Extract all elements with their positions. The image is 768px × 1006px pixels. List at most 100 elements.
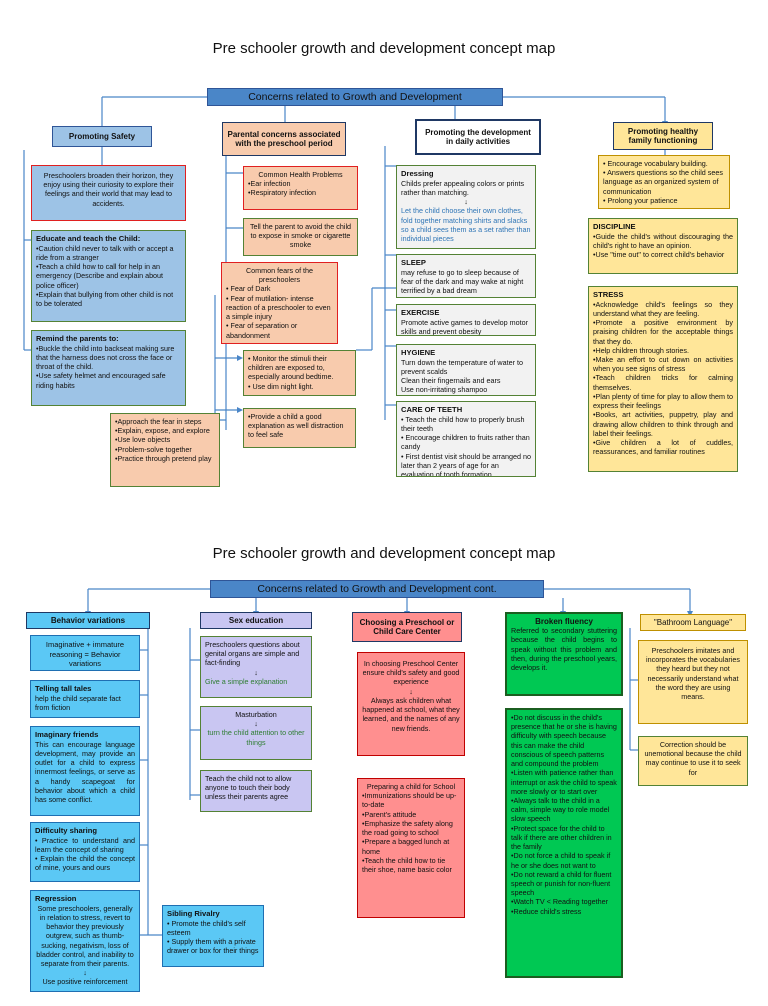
masturbation-title: Masturbation (235, 710, 277, 719)
educate-item: •Teach a child how to call for help in a… (36, 262, 164, 290)
bathroom-header: "Bathroom Language" (640, 614, 746, 631)
educate-item: •Caution child never to talk with or acc… (36, 243, 174, 262)
sharing-item: • Practice to understand and learn the c… (35, 835, 135, 854)
teeth-item: • Teach the child how to properly brush … (401, 414, 525, 433)
regression-box: Regression Some preschoolers, generally … (30, 890, 140, 992)
sibling-item: • Supply them with a private drawer or b… (167, 937, 259, 956)
hygiene-title: HYGIENE (401, 348, 436, 357)
exercise-title: EXERCISE (401, 308, 440, 317)
sleep-title: SLEEP (401, 258, 426, 267)
stress-title: STRESS (593, 290, 624, 299)
stress-box: STRESS •Acknowledge child's feelings so … (588, 286, 738, 472)
educate-item: •Explain that bullying from other child … (36, 289, 174, 309)
fears-item: • Fear of Dark (226, 284, 271, 294)
sharing-title: Difficulty sharing (35, 826, 98, 835)
sleep-box: SLEEP may refuse to go to sleep because … (396, 254, 536, 298)
stimuli-item: • Monitor the stimuli their children are… (248, 354, 334, 382)
health-problems-box: Common Health Problems •Ear infection •R… (243, 166, 358, 210)
sex-education-header: Sex education (200, 612, 312, 629)
down-arrow-icon: ↓ (464, 197, 468, 207)
fluency-intro: Referred to secondary stuttering because… (511, 626, 617, 673)
stress-item: •Give children a lot of cuddles, reassur… (593, 438, 733, 457)
sibling-item: • Promote the child's self esteem (167, 918, 246, 937)
choosing-box: In choosing Preschool Center ensure chil… (357, 652, 465, 756)
map1-central-topic: Concerns related to Growth and Developme… (207, 88, 503, 106)
fluency-item: •Watch TV < Reading together (511, 897, 609, 907)
smoke-advice: Tell the parent to avoid the child to ex… (243, 218, 358, 256)
vocabulary-box: • Encourage vocabulary building. • Answe… (598, 155, 730, 209)
stress-item: •Help children through stories. (593, 345, 690, 355)
sibling-rivalry-box: Sibling Rivalry • Promote the child's se… (162, 905, 264, 967)
sharing-item: • Explain the child the concept of mine,… (35, 854, 135, 873)
teeth-title: CARE OF TEETH (401, 405, 463, 414)
teeth-item: • First dentist visit should be arranged… (401, 451, 531, 477)
choosing-text: In choosing Preschool Center ensure chil… (362, 659, 460, 687)
health-item: •Respiratory infection (248, 188, 317, 198)
safety-intro: Preschoolers broaden their horizon, they… (31, 165, 186, 221)
friends-title: Imaginary friends (35, 730, 99, 739)
discipline-item: •Use "time out" to correct child's behav… (593, 250, 725, 260)
questions-text: Preschoolers questions about genital org… (205, 640, 300, 668)
down-arrow-icon: ↓ (83, 968, 87, 978)
simple-explanation: Give a simple explanation (205, 676, 288, 686)
stress-item: •Promote a positive environment by prais… (593, 318, 733, 346)
ask-text: Always ask children what happened at sch… (362, 695, 460, 733)
sibling-title: Sibling Rivalry (167, 909, 220, 918)
preschool-header: Choosing a Preschool or Child Care Cente… (352, 612, 462, 642)
stimuli-item: • Use dim night light. (248, 381, 314, 391)
health-title: Common Health Problems (258, 170, 343, 179)
imitates-box: Preschoolers imitates and incorporates t… (638, 640, 748, 724)
fluency-header: Broken fluency (535, 617, 593, 626)
masturbation-box: Masturbation ↓ turn the child attention … (200, 706, 312, 760)
discipline-item: •Guide the child's without discouraging … (593, 231, 733, 250)
vocabulary-item: • Prolong your patience (603, 195, 678, 205)
fluency-item: •Always talk to the child in a calm, sim… (511, 795, 610, 824)
remind-title: Remind the parents to: (36, 334, 119, 343)
questions-box: Preschoolers questions about genital org… (200, 636, 312, 698)
vocabulary-item: • Answers questions so the child sees la… (603, 168, 723, 196)
fears-item: • Fear of mutilation- intense reaction o… (226, 293, 331, 322)
hygiene-item: Use non-irritating shampoo (401, 385, 488, 395)
stimuli-box: • Monitor the stimuli their children are… (243, 350, 356, 396)
attention-text: turn the child attention to other things (207, 728, 305, 747)
stress-item: •Plan plenty of time for play to allow t… (593, 391, 733, 411)
discipline-title: DISCIPLINE (593, 222, 636, 231)
behavior-header: Behavior variations (26, 612, 150, 629)
regression-text: Some preschoolers, generally in relation… (36, 903, 134, 969)
down-arrow-icon: ↓ (254, 719, 258, 729)
regression-title: Regression (35, 894, 77, 903)
approach-item: •Problem-solve together (115, 444, 192, 454)
approach-item: •Approach the fear in steps (115, 417, 202, 426)
exercise-text: Promote active games to develop motor sk… (401, 317, 529, 336)
stress-item: •Teach children tricks for calming thems… (593, 373, 733, 392)
map2-central-topic: Concerns related to Growth and Developme… (210, 580, 544, 598)
approach-item: •Practice through pretend play (115, 453, 212, 463)
preparing-box: Preparing a child for School •Immunizati… (357, 778, 465, 918)
preparing-item: •Parent's attitude (362, 809, 417, 819)
correction-box: Correction should be unemotional because… (638, 736, 748, 786)
family-header: Promoting healthy family functioning (613, 122, 713, 150)
approach-item: •Explain, expose, and explore (115, 426, 210, 436)
fluency-item: •Do not discuss in the child's presence … (511, 713, 617, 769)
preparing-item: •Teach the child how to tie their shoe, … (362, 855, 452, 874)
fluency-item: •Do not reward a child for fluent speech… (511, 869, 612, 898)
preparing-item: •Prepare a bagged lunch at home (362, 837, 450, 856)
approach-fear-box: •Approach the fear in steps •Explain, ex… (110, 413, 220, 487)
exercise-box: EXERCISE Promote active games to develop… (396, 304, 536, 336)
friends-text: This can encourage language development,… (35, 739, 135, 805)
fluency-item: •Do not force a child to speak if he or … (511, 851, 611, 870)
down-arrow-icon: ↓ (409, 686, 413, 696)
fluency-tips-box: •Do not discuss in the child's presence … (505, 708, 623, 978)
fluency-item: •Reduce child's stress (511, 906, 582, 916)
fluency-item: •Listen with patience rather than interr… (511, 768, 617, 796)
preparing-item: •Immunizations should be up-to-date (362, 791, 457, 810)
dressing-tip: Let the child choose their own clothes, … (401, 206, 531, 244)
fluency-item: •Protect space for the child to talk if … (511, 823, 612, 852)
sharing-box: Difficulty sharing • Practice to underst… (30, 822, 140, 882)
health-item: •Ear infection (248, 179, 291, 189)
vocabulary-item: • Encourage vocabulary building. (603, 159, 708, 168)
dressing-box: Dressing Childs prefer appealing colors … (396, 165, 536, 249)
tall-title: Telling tall tales (35, 684, 92, 693)
stress-item: •Acknowledge child's feelings so they un… (593, 299, 733, 318)
explanation-box: •Provide a child a good explanation as w… (243, 408, 356, 448)
